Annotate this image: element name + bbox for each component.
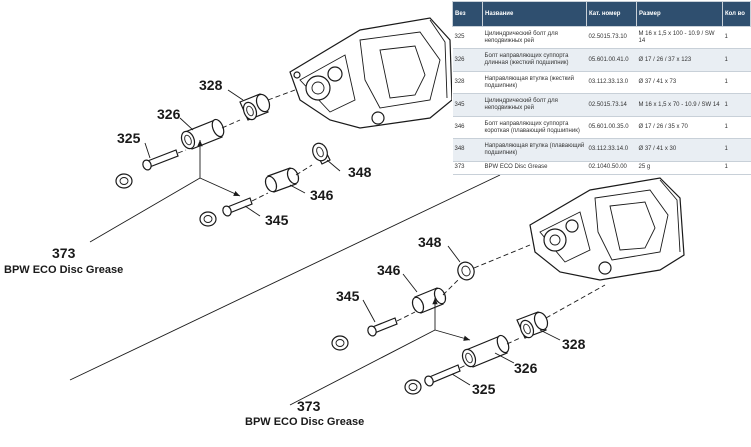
callout-345-bottom: 345 (336, 288, 360, 304)
cell-size: 25 g (636, 161, 723, 176)
grease-label-bottom: BPW ECO Disc Grease (245, 416, 364, 428)
header-pos: Вез (452, 1, 483, 27)
cell-size: Ø 17 / 26 / 37 x 123 (636, 48, 723, 72)
cell-name: Болт направляющих суппорта короткая (пла… (482, 116, 587, 140)
callout-328-bottom: 328 (562, 336, 586, 352)
callout-326-bottom: 326 (514, 360, 538, 376)
cell-pos: 325 (452, 26, 483, 50)
cell-cat: 05.601.00.35.0 (586, 116, 637, 140)
part-326-bottom (461, 334, 510, 368)
cell-pos: 373 (452, 161, 483, 176)
cell-name: Направляющая втулка (плавающий подшипник… (482, 138, 587, 162)
header-name: Название (482, 1, 587, 27)
washer-bottom-upper (331, 335, 349, 351)
cell-name: Болт направляющих суппорта длинная (жест… (482, 48, 587, 72)
table-row: 328 Направляющая втулка (жесткий подшипн… (452, 71, 751, 95)
cell-cat: 02.5015.73.14 (586, 93, 637, 117)
part-348-bottom (457, 261, 475, 281)
cell-pos: 348 (452, 138, 483, 162)
cell-qty: 1 (722, 48, 751, 72)
washer-bottom-lower (404, 379, 422, 395)
table-row: 326 Болт направляющих суппорта длинная (… (452, 48, 751, 72)
cell-pos: 345 (452, 93, 483, 117)
header-size: Размер (636, 1, 723, 27)
callout-348-bottom: 348 (418, 234, 442, 250)
cell-qty: 1 (722, 71, 751, 95)
table-row: 345 Цилиндрический болт для неподвижных … (452, 93, 751, 117)
callout-346-bottom: 346 (377, 262, 401, 278)
table-row: 325 Цилиндрический болт для неподвижных … (452, 26, 751, 50)
washer-top-left (115, 173, 133, 189)
part-328-top (239, 93, 271, 121)
part-346-bottom (411, 287, 447, 314)
cell-qty: 1 (722, 138, 751, 162)
washer-top-right (199, 211, 217, 227)
cell-name: Цилиндрический болт для неподвижных рей (482, 93, 587, 117)
cell-cat: 02.1040.50.00 (586, 161, 637, 176)
cell-name: BPW ECO Disc Grease (482, 161, 587, 176)
cell-cat: 03.112.33.13.0 (586, 71, 637, 95)
part-346-top (264, 167, 300, 193)
cell-size: Ø 17 / 26 / 35 x 70 (636, 116, 723, 140)
callout-373-bottom: 373 (297, 398, 321, 414)
callout-346-top: 346 (310, 187, 334, 203)
cell-qty: 1 (722, 116, 751, 140)
table-row: 348 Направляющая втулка (плавающий подши… (452, 138, 751, 162)
callout-345-top: 345 (265, 212, 289, 228)
callout-325-bottom: 325 (472, 381, 496, 397)
cell-size: M 16 x 1,5 x 100 - 10.9 / SW 14 (636, 26, 723, 50)
part-325-top (142, 149, 179, 171)
grease-label-top: BPW ECO Disc Grease (4, 264, 123, 276)
caliper-bottom (529, 177, 685, 281)
divider-line (69, 174, 501, 381)
part-345-bottom (367, 317, 398, 337)
table-header-row: Вез Название Кат. номер Размер Кол во (452, 1, 751, 27)
cell-cat: 02.5015.73.10 (586, 26, 637, 50)
header-qty: Кол во (722, 1, 751, 27)
cell-qty: 1 (722, 26, 751, 50)
callout-328-top: 328 (199, 77, 223, 93)
cell-size: Ø 37 / 41 x 30 (636, 138, 723, 162)
cell-pos: 346 (452, 116, 483, 140)
part-325-bottom (424, 364, 461, 387)
cell-qty: 1 (722, 93, 751, 117)
callout-326-top: 326 (157, 106, 181, 122)
table-row: 373 BPW ECO Disc Grease 02.1040.50.00 25… (452, 161, 751, 176)
callout-325-top: 325 (117, 130, 141, 146)
callout-373-top: 373 (52, 245, 76, 261)
part-326-top (180, 118, 225, 150)
callout-348-top: 348 (348, 164, 372, 180)
cell-name: Направляющая втулка (жесткий подшипник) (482, 71, 587, 95)
caliper-top (289, 17, 453, 129)
cell-pos: 328 (452, 71, 483, 95)
cell-cat: 03.112.33.14.0 (586, 138, 637, 162)
table-row: 346 Болт направляющих суппорта короткая … (452, 116, 751, 140)
cell-qty: 1 (722, 161, 751, 176)
part-348-top (312, 142, 331, 165)
header-cat-number: Кат. номер (586, 1, 637, 27)
cell-size: Ø 37 / 41 x 73 (636, 71, 723, 95)
part-328-bottom (516, 311, 549, 339)
cell-pos: 326 (452, 48, 483, 72)
part-345-top (222, 197, 253, 217)
cell-name: Цилиндрический болт для неподвижных рей (482, 26, 587, 50)
parts-table: Вез Название Кат. номер Размер Кол во 32… (452, 1, 751, 176)
cell-cat: 05.601.00.41.0 (586, 48, 637, 72)
cell-size: M 16 x 1,5 x 70 - 10.9 / SW 14 (636, 93, 723, 117)
